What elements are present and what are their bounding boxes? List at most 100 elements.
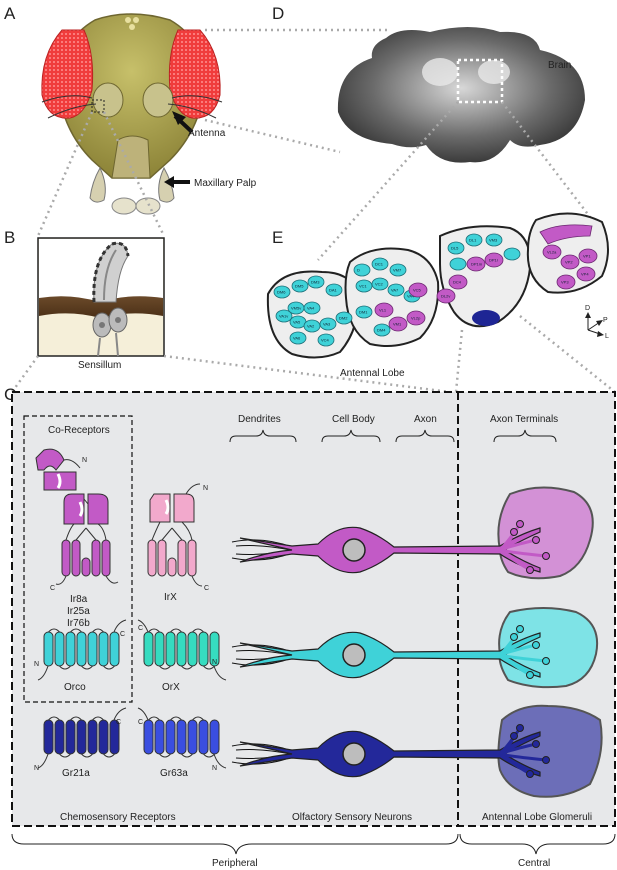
gr21a-n: N (34, 765, 39, 772)
glomerulus-label: VL1 (379, 308, 387, 313)
orco-label: Orco (64, 682, 86, 693)
axis-l: L (605, 333, 609, 340)
orco-loop (92, 628, 104, 633)
gr21a-helix (65, 719, 76, 755)
axon-label: Axon (414, 414, 437, 425)
glomerulus-label: VA2 (307, 324, 315, 329)
glomerulus-label: VC4 (321, 338, 330, 343)
orx-receptor (137, 619, 227, 681)
glomerulus-label: DL2v (441, 294, 450, 299)
sensillum-inset-box (91, 99, 105, 113)
axon-terminal (516, 625, 524, 633)
panel-label-b: B (4, 228, 15, 247)
glomerulus-label: VC5 (413, 288, 422, 293)
coreceptor-box (23, 415, 133, 703)
glomerulus-magenta (542, 244, 562, 260)
gr63a-helix (198, 719, 209, 755)
glomerulus-cyan (307, 275, 325, 289)
glomerulus-label: D (357, 268, 360, 273)
glomerulus-label: VM7 (393, 268, 402, 273)
glomerulus-cyan (353, 263, 371, 277)
central-label: Central (518, 858, 550, 869)
orco-n: N (34, 661, 39, 668)
gr63a-label: Gr63a (160, 768, 188, 779)
axon-terminal (516, 520, 524, 528)
glomerulus-label: DM4 (377, 328, 386, 333)
irx-receptor (147, 483, 203, 587)
glomerulus-cyan (275, 309, 293, 323)
gr21a-loop (70, 716, 82, 721)
orx-helix (143, 631, 154, 667)
nucleus (342, 538, 366, 562)
axon-terminal (526, 671, 534, 679)
axon-terminal (532, 641, 540, 649)
glomerulus-cyan (371, 257, 389, 271)
orx-helix (154, 631, 165, 667)
gr21a-helix (54, 719, 65, 755)
glomerulus-label: VM5v (291, 306, 301, 311)
orco-helix (87, 631, 98, 667)
ir-co-n: N (82, 457, 87, 464)
irx-label: IrX (164, 592, 177, 603)
axon-terminal (526, 770, 534, 778)
gr21a-helix (87, 719, 98, 755)
orco-c: C (120, 631, 125, 638)
axon-terminal (542, 756, 550, 764)
orx-loop (159, 665, 171, 670)
glomerulus-magenta (578, 248, 598, 264)
orx-loop (192, 628, 204, 633)
axis-d: D (585, 305, 590, 312)
glomerulus-cyan (289, 331, 307, 345)
glomerulus-label: VA7 (391, 288, 399, 293)
axon-terminal (526, 566, 534, 574)
glomerulus-magenta (374, 302, 394, 318)
glomerulus-label: VM1 (393, 322, 402, 327)
gr21a-helix (76, 719, 87, 755)
glomerulus-magenta (560, 254, 580, 270)
glomerulus-label: VC2 (375, 282, 384, 287)
gr21a-helix (98, 719, 109, 755)
axon-terminal (510, 633, 518, 641)
neuron-body (239, 526, 541, 574)
neuron-body (239, 631, 541, 679)
gr21a-helix (43, 719, 54, 755)
glomerulus-label: VA5 (293, 320, 301, 325)
sensillum-illustration (37, 237, 165, 357)
gr21a-receptor (37, 707, 127, 769)
orx-helix (165, 631, 176, 667)
neuron-body (239, 730, 541, 778)
orco-helix (76, 631, 87, 667)
neuron-magenta (231, 486, 594, 580)
neuron-part-braces (229, 429, 557, 443)
orco-loop (70, 628, 82, 633)
brain-image (337, 27, 585, 163)
glomerulus-cyan (291, 279, 309, 293)
dendrites-label: Dendrites (238, 414, 281, 425)
glomerulus-label: DM6 (277, 290, 286, 295)
axis-p: P (603, 317, 608, 324)
connector-e-c-left (454, 329, 464, 393)
orx-n: N (212, 659, 217, 666)
axon-terminals-label: Axon Terminals (490, 414, 558, 425)
orco-loop (59, 665, 71, 670)
gr63a-n: N (212, 765, 217, 772)
glomerulus-cyan (485, 233, 503, 247)
orx-loop (170, 628, 182, 633)
ir-co-c: C (50, 585, 55, 592)
glomerulus-label: DL1 (469, 238, 477, 243)
gr63a-helix (187, 719, 198, 755)
orx-helix (176, 631, 187, 667)
irx-c: C (204, 585, 209, 592)
axon-terminal (510, 528, 518, 536)
connector-b-c-left (10, 355, 40, 393)
glomerulus-cyan (273, 285, 291, 299)
gr21a-label: Gr21a (62, 768, 90, 779)
glomerulus-cyan (303, 301, 321, 315)
compound-eye-left (41, 29, 94, 119)
connector-d-e-left (317, 101, 459, 261)
gr21a-loop (48, 716, 60, 721)
gr63a-c: C (138, 719, 143, 726)
peripheral-label: Peripheral (212, 858, 258, 869)
glomerulus-magenta (408, 282, 428, 298)
